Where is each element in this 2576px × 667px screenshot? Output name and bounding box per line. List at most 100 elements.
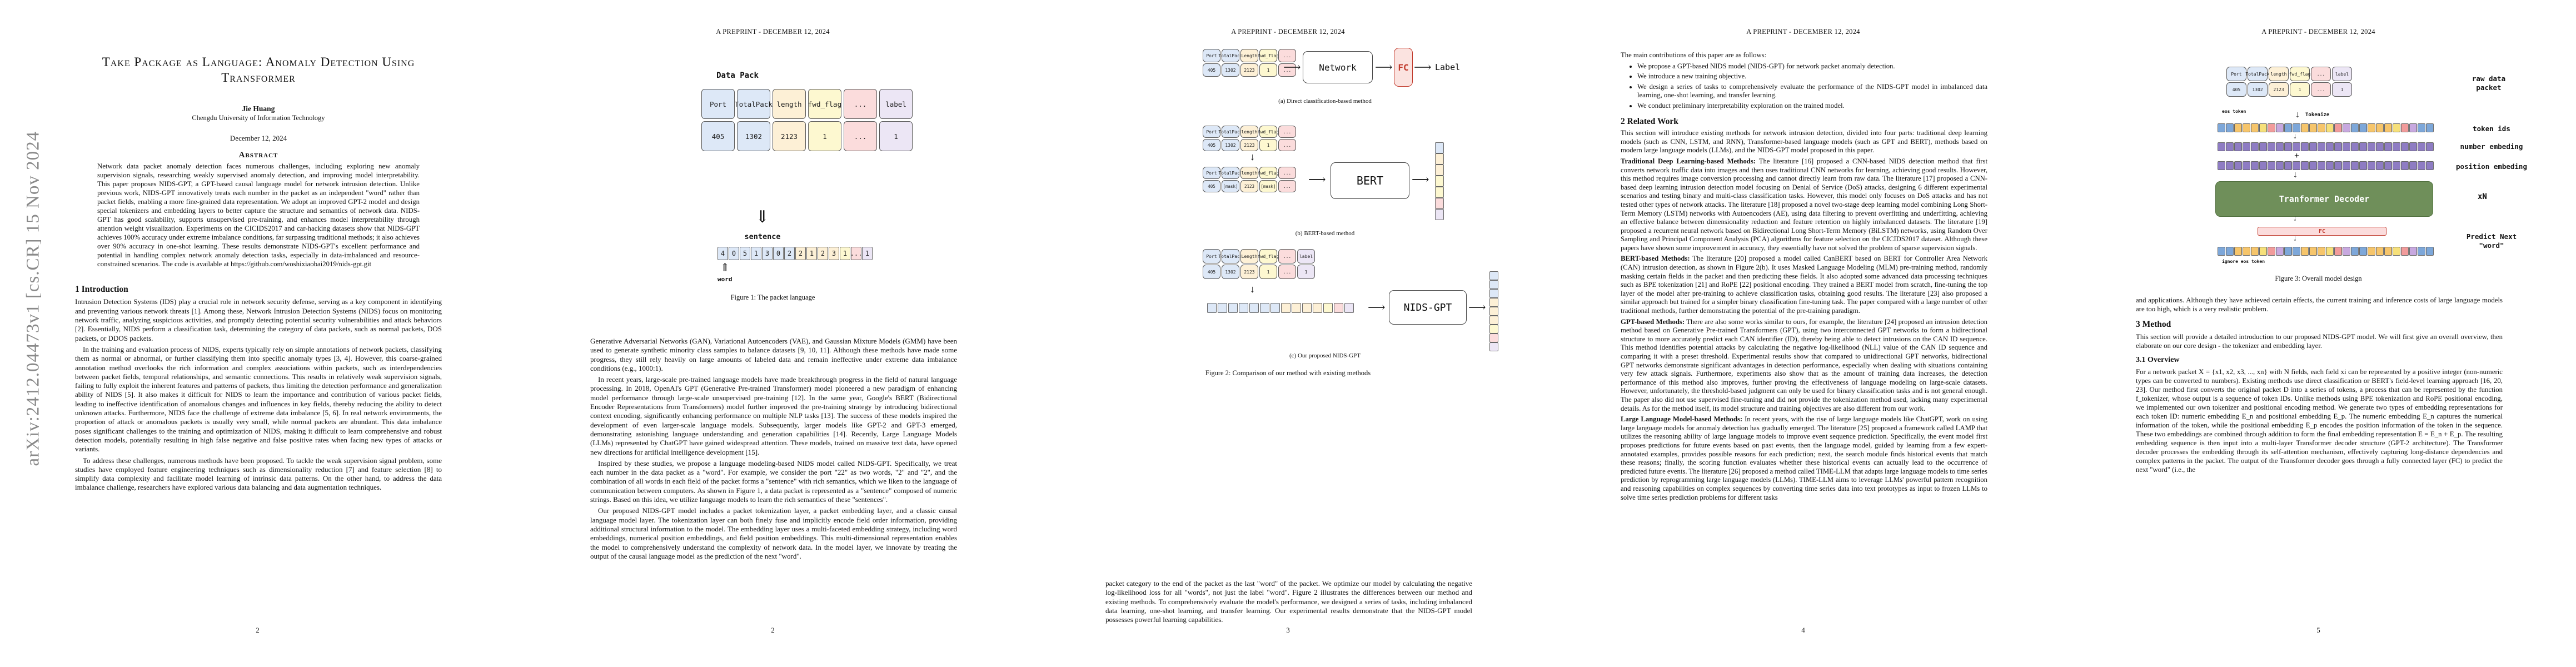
fig2b-field-header: ... xyxy=(1278,126,1296,138)
fig3-output-token xyxy=(2384,247,2392,256)
fig1-word-label: word xyxy=(718,276,733,283)
fig1-caption: Figure 1: The packet language xyxy=(730,293,815,301)
fig3-number-embedding xyxy=(2418,142,2425,151)
down-arrow-icon: ↓ xyxy=(2295,110,2300,120)
fig2c-token xyxy=(1313,303,1322,313)
fig3-token-id xyxy=(2409,123,2417,132)
fig1-token: 5 xyxy=(740,247,750,260)
fig3-xn-label: xN xyxy=(2478,192,2487,201)
fig1-field-value: 1302 xyxy=(737,121,770,151)
page3-paragraph-1: packet category to the end of the packet… xyxy=(1105,579,1472,624)
fig3-field-value: 405 xyxy=(2226,82,2246,97)
fig3-output-token xyxy=(2301,247,2309,256)
page-number: 2 xyxy=(256,626,260,634)
gpt-heading: GPT-based Methods: xyxy=(1621,317,1685,326)
fig2c-field-header: label xyxy=(1297,249,1315,263)
fig3-output-token xyxy=(2268,247,2275,256)
fig3-number-embedding xyxy=(2409,142,2417,151)
fig2b-masked-field-value: 2123 xyxy=(1240,180,1258,192)
fig2c-field-value: 2123 xyxy=(1240,265,1258,279)
fig3-token-id xyxy=(2243,123,2250,132)
fig3-position-embedding xyxy=(2334,161,2342,170)
fig3-number-embedding xyxy=(2384,142,2392,151)
fig3-position-embedding xyxy=(2326,161,2334,170)
fig3-output-token xyxy=(2259,247,2267,256)
fig3-position-embedding xyxy=(2359,161,2367,170)
fig1-token: 4 xyxy=(718,247,728,260)
fig3-field-header: label xyxy=(2332,67,2352,81)
fig3-field-header: TotalPack xyxy=(2245,67,2270,81)
fig3-field-header: Port xyxy=(2226,67,2246,81)
contributions-list: We propose a GPT-based NIDS model (NIDS-… xyxy=(1621,62,1987,111)
fig2b-field-value: 1 xyxy=(1259,139,1277,151)
fig1-field-header: Port xyxy=(701,89,735,119)
fig2c-output-token xyxy=(1489,289,1498,298)
fig2b-masked-field-header: Port xyxy=(1203,167,1220,179)
fig3-token-id xyxy=(2351,123,2359,132)
fig3-decoder-box: Tranformer Decoder xyxy=(2215,181,2433,217)
fig3-position-emb-label: position embeding xyxy=(2456,162,2527,171)
fig2c-token xyxy=(1292,303,1301,313)
fig3-token-id xyxy=(2293,123,2300,132)
page2-paragraph-4: Our proposed NIDS-GPT model includes a p… xyxy=(590,506,957,560)
fig3-output-token xyxy=(2284,247,2292,256)
fig3-number-embedding xyxy=(2251,142,2259,151)
fig1-field-header: fwd_flag xyxy=(808,89,841,119)
fig3-output-token xyxy=(2393,247,2400,256)
fig2c-token xyxy=(1323,303,1333,313)
fig3-token-id xyxy=(2251,123,2259,132)
fig3-position-embedding xyxy=(2243,161,2250,170)
fig1-token: ... xyxy=(850,247,862,260)
fig3-position-embedding xyxy=(2393,161,2400,170)
running-head: A PREPRINT - DECEMBER 12, 2024 xyxy=(1746,28,1860,36)
fig2b-output-token xyxy=(1435,165,1444,176)
fig3-number-embedding xyxy=(2376,142,2384,151)
fig1-field-header: label xyxy=(879,89,913,119)
fig3-position-embedding xyxy=(2418,161,2425,170)
fig2b-field-value: ... xyxy=(1278,139,1296,151)
fig2b-output-token xyxy=(1435,209,1444,220)
fig3-number-embedding xyxy=(2276,142,2284,151)
fig2b-masked-field-value: [mask] xyxy=(1222,180,1239,192)
fig2b-field-value: 2123 xyxy=(1240,139,1258,151)
fig3-field-value: ... xyxy=(2311,82,2331,97)
fig3-raw-label: raw data packet xyxy=(2472,74,2506,92)
fig3-output-token xyxy=(2318,247,2325,256)
fig3-token-id xyxy=(2393,123,2400,132)
fig2c-token xyxy=(1218,303,1227,313)
fig3-output-token xyxy=(2243,247,2250,256)
intro-paragraph-3: To address these challenges, numerous me… xyxy=(75,456,442,492)
fig3-position-embedding xyxy=(2426,161,2434,170)
contribution-item: We introduce a new training objective. xyxy=(1637,72,1987,81)
fig3-number-embedding xyxy=(2259,142,2267,151)
right-arrow-icon: ⟶ xyxy=(1468,300,1486,314)
fig3-position-embedding xyxy=(2318,161,2325,170)
fig2c-output-token xyxy=(1489,342,1498,351)
fig3-number-emb-label: number embeding xyxy=(2460,142,2523,151)
fig1-field-value: 1 xyxy=(879,121,913,151)
fig3-number-embedding xyxy=(2284,142,2292,151)
fig3-token-id xyxy=(2318,123,2325,132)
fig3-output-token xyxy=(2401,247,2409,256)
fig3-number-embedding xyxy=(2368,142,2375,151)
page2-paragraph-3: Inspired by these studies, we propose a … xyxy=(590,459,957,504)
fig3-token-id xyxy=(2334,123,2342,132)
fig3-position-embedding xyxy=(2351,161,2359,170)
fig2b-output-token xyxy=(1435,142,1444,153)
fig3-token-id xyxy=(2384,123,2392,132)
fig2c-token xyxy=(1334,303,1343,313)
fig2c-token xyxy=(1344,303,1354,313)
fig3-number-embedding xyxy=(2343,142,2350,151)
down-arrow-icon: ↓ xyxy=(2293,132,2297,141)
fig2c-token xyxy=(1249,303,1259,313)
fig2b-field-header: fwd_flag xyxy=(1258,126,1279,138)
fig1-token: 0 xyxy=(773,247,784,260)
contribution-item: We design a series of tasks to comprehen… xyxy=(1637,83,1987,100)
plus-icon: + xyxy=(2294,151,2300,161)
fig2a-field-value: 1302 xyxy=(1222,63,1239,77)
llm-heading: Large Language Model-based Methods: xyxy=(1621,415,1743,424)
fig3-number-embedding xyxy=(2309,142,2317,151)
fig2b-masked-field-header: length xyxy=(1240,167,1258,179)
